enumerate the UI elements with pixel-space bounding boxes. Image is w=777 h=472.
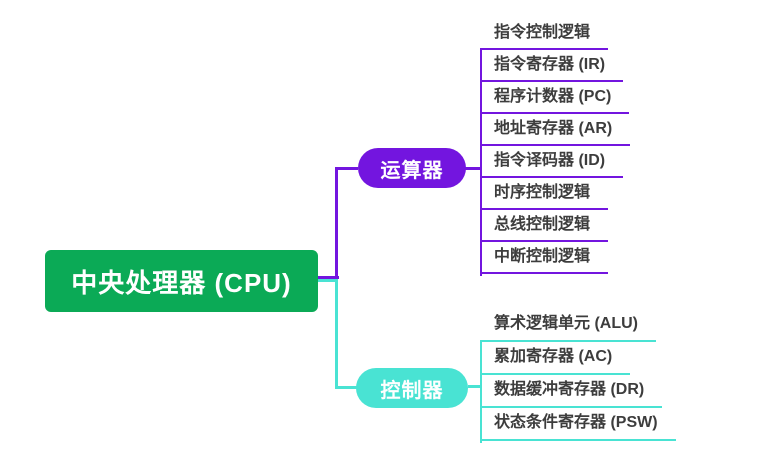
connector-branch2-out (468, 385, 481, 388)
leaf-topic[interactable]: 状态条件寄存器 (PSW) (480, 408, 676, 441)
connector-root-branch1-v (335, 167, 338, 279)
branch-node-controller[interactable]: 控制器 (356, 368, 468, 408)
leaf-topic[interactable]: 时序控制逻辑 (480, 178, 609, 210)
leaf-topic[interactable]: 程序计数器 (PC) (480, 82, 630, 114)
branch2-children-list: 算术逻辑单元 (ALU) 累加寄存器 (AC) 数据缓冲寄存器 (DR) 状态条… (480, 309, 676, 441)
leaf-topic[interactable]: 累加寄存器 (AC) (480, 342, 631, 375)
leaf-topic[interactable]: 中断控制逻辑 (480, 242, 609, 274)
connector-branch1-out (465, 167, 481, 170)
leaf-topic[interactable]: 指令控制逻辑 (480, 18, 609, 50)
leaf-topic[interactable]: 数据缓冲寄存器 (DR) (480, 375, 663, 408)
leaf-topic[interactable]: 地址寄存器 (AR) (480, 114, 631, 146)
branch2-children-rail (480, 340, 482, 443)
branch1-children-rail (480, 48, 482, 276)
connector-branch1-in (335, 167, 358, 170)
leaf-topic[interactable]: 算术逻辑单元 (ALU) (480, 309, 656, 342)
root-node-cpu[interactable]: 中央处理器 (CPU) (45, 250, 318, 312)
branch1-children-list: 指令控制逻辑 指令寄存器 (IR) 程序计数器 (PC) 地址寄存器 (AR) … (480, 18, 631, 274)
leaf-topic[interactable]: 指令译码器 (ID) (480, 146, 624, 178)
connector-root-branch2-v (335, 279, 338, 389)
branch-node-arithmetic-unit[interactable]: 运算器 (358, 148, 466, 188)
leaf-topic[interactable]: 指令寄存器 (IR) (480, 50, 624, 82)
connector-branch2-in (335, 386, 357, 389)
connector-root-branch1-h (318, 276, 339, 279)
leaf-topic[interactable]: 总线控制逻辑 (480, 210, 609, 242)
connector-root-branch2-h (318, 279, 338, 282)
